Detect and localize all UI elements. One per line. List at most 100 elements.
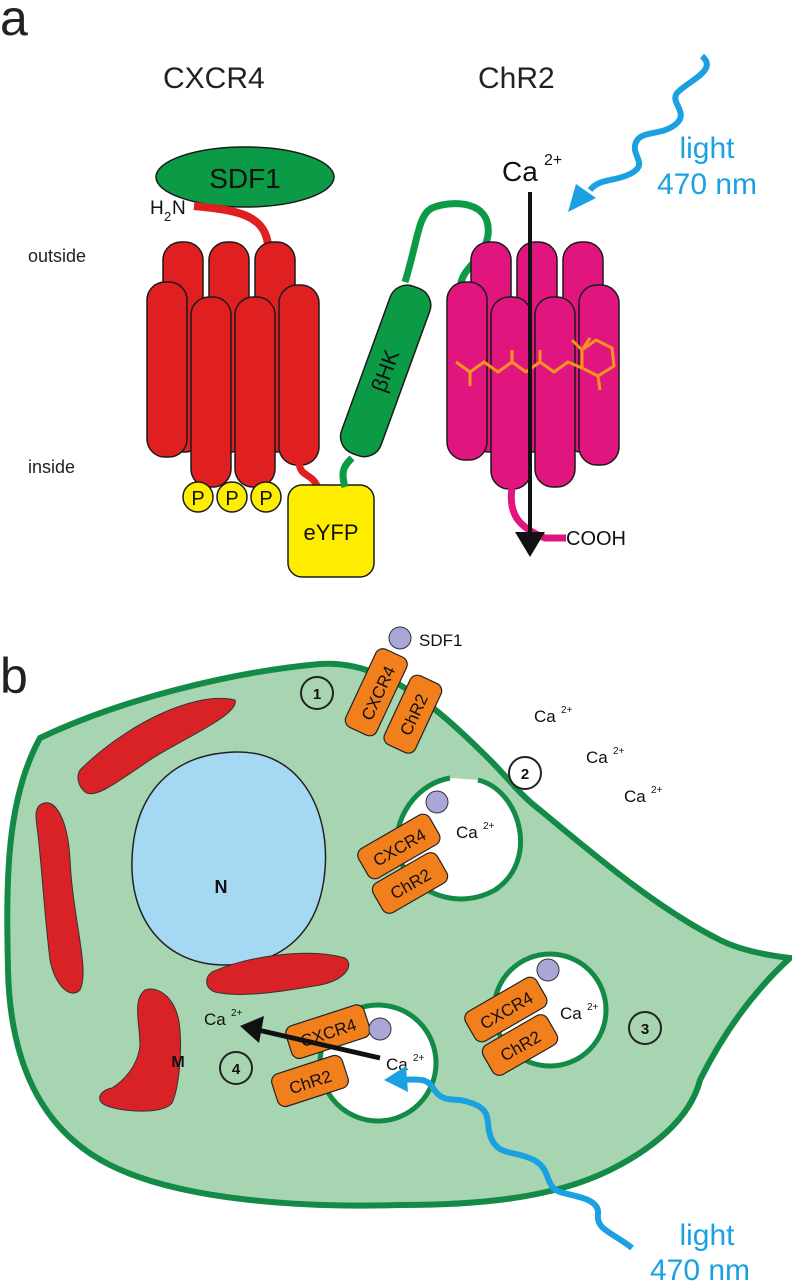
retinal-chromophore bbox=[455, 337, 616, 391]
mitochondrion bbox=[35, 802, 84, 994]
ca-arrowhead bbox=[515, 532, 545, 557]
chr2-title: ChR2 bbox=[478, 62, 555, 95]
cxcr4-helix bbox=[234, 296, 276, 488]
chr2-c-tail bbox=[507, 487, 566, 542]
svg-text:4: 4 bbox=[232, 1061, 241, 1078]
phospho-sites: P P P bbox=[182, 481, 282, 513]
cxcr4-helix bbox=[190, 296, 232, 488]
ca-vesicle-2: Ca 2+ bbox=[456, 821, 495, 842]
mitochondria bbox=[35, 698, 350, 1112]
bhk-helix: βHK bbox=[339, 284, 432, 458]
svg-text:2: 2 bbox=[164, 209, 171, 224]
ca-extracellular-3: Ca 2+ bbox=[624, 785, 663, 806]
svg-text:Ca: Ca bbox=[534, 707, 556, 726]
ca-cytosol: Ca 2+ bbox=[204, 1008, 243, 1029]
endosome-3: CXCR4 ChR2 Ca 2+ bbox=[464, 951, 609, 1076]
mitochondrion bbox=[77, 698, 236, 795]
light-arrowhead-b bbox=[384, 1066, 408, 1092]
svg-text:Ca: Ca bbox=[560, 1004, 582, 1023]
ca-vesicle-3: Ca 2+ bbox=[560, 1002, 599, 1023]
phospho-site bbox=[182, 481, 214, 513]
light-word-b: light bbox=[679, 1219, 735, 1252]
svg-text:2+: 2+ bbox=[651, 785, 663, 796]
svg-text:Ca: Ca bbox=[586, 748, 608, 767]
ca-label-a: Ca 2+ bbox=[502, 152, 562, 187]
cxcr4-block bbox=[344, 648, 408, 737]
cxcr4-title: CXCR4 bbox=[163, 62, 265, 95]
sdf1-label-b: SDF1 bbox=[419, 631, 462, 650]
chr2-helix bbox=[534, 296, 576, 488]
cxcr4-receptor bbox=[146, 241, 320, 488]
phospho-label: P bbox=[191, 488, 204, 510]
svg-text:2+: 2+ bbox=[587, 1002, 599, 1013]
ca-extracellular-1: Ca 2+ bbox=[534, 705, 573, 726]
svg-text:2+: 2+ bbox=[613, 746, 625, 757]
step-marker-1: 1 bbox=[300, 676, 334, 710]
light-arrowhead-a bbox=[568, 184, 596, 212]
endocytic-vesicle-2: CXCR4 ChR2 Ca 2+ bbox=[357, 775, 523, 914]
sdf1-bead bbox=[425, 790, 449, 814]
svg-text:2: 2 bbox=[521, 766, 529, 783]
eyfp-label: eYFP bbox=[303, 520, 358, 545]
light-wave-b bbox=[401, 1076, 634, 1251]
svg-text:3: 3 bbox=[641, 1021, 649, 1038]
ca-release-arrow bbox=[257, 1027, 381, 1061]
mitochondrion bbox=[99, 988, 181, 1112]
nucleus bbox=[131, 751, 327, 966]
cxcr4-c-tail bbox=[295, 461, 322, 490]
sdf1-label: SDF1 bbox=[209, 163, 281, 194]
step-marker-3: 3 bbox=[628, 1011, 662, 1045]
panel-a-label: a bbox=[0, 0, 28, 46]
cxcr4-block bbox=[464, 976, 548, 1043]
light-word-a: light bbox=[679, 132, 735, 165]
outside-label: outside bbox=[28, 246, 86, 266]
chr2-helix bbox=[490, 296, 532, 490]
svg-text:2+: 2+ bbox=[413, 1053, 425, 1064]
mitochondrion bbox=[206, 952, 350, 995]
sdf1-bead bbox=[536, 958, 560, 982]
ca-extracellular-2: Ca 2+ bbox=[586, 746, 625, 767]
cooh-label: COOH bbox=[566, 528, 626, 550]
phospho-site bbox=[216, 481, 248, 513]
h2n-label: H 2 N bbox=[150, 198, 186, 224]
phospho-label: P bbox=[225, 488, 238, 510]
eyfp-box bbox=[287, 484, 375, 578]
phospho-site bbox=[250, 481, 282, 513]
svg-text:H: H bbox=[150, 198, 164, 219]
step-marker-4: 4 bbox=[219, 1051, 253, 1085]
svg-text:Ca: Ca bbox=[456, 823, 478, 842]
endosome-4: CXCR4 ChR2 Ca 2+ bbox=[271, 1002, 439, 1124]
chr2-block bbox=[481, 1014, 559, 1076]
step-marker-2: 2 bbox=[508, 756, 542, 790]
ca-release-arrowhead bbox=[240, 1016, 264, 1043]
mito-label: M bbox=[171, 1054, 184, 1071]
svg-text:2+: 2+ bbox=[483, 821, 495, 832]
chr2-block bbox=[371, 852, 449, 914]
svg-text:1: 1 bbox=[313, 686, 321, 703]
n-terminus-tail bbox=[193, 202, 272, 246]
light-wavelength-b: 470 nm bbox=[650, 1254, 750, 1286]
svg-text:N: N bbox=[172, 198, 186, 219]
cxcr4-helix bbox=[146, 281, 188, 458]
svg-text:Ca: Ca bbox=[204, 1010, 226, 1029]
panel-b-label: b bbox=[0, 648, 28, 704]
cxcr4-block bbox=[357, 813, 441, 880]
step1-construct: CXCR4 ChR2 bbox=[344, 626, 443, 754]
svg-text:Ca: Ca bbox=[502, 156, 538, 187]
nucleus-label: N bbox=[215, 877, 228, 897]
linker-lower bbox=[339, 455, 355, 488]
phospho-label: P bbox=[259, 488, 272, 510]
panel-a: a CXCR4 ChR2 outside inside SDF1 H 2 N bbox=[0, 0, 757, 578]
chr2-block bbox=[383, 674, 443, 754]
cxcr4-helix bbox=[278, 284, 320, 466]
light-wavelength-a: 470 nm bbox=[657, 168, 757, 201]
panel-b: b N M CXCR4 ChR2 SDF1 bbox=[0, 626, 792, 1286]
sdf1-bead bbox=[388, 626, 412, 650]
svg-text:2+: 2+ bbox=[544, 152, 562, 169]
chr2-block bbox=[271, 1054, 349, 1108]
svg-text:2+: 2+ bbox=[231, 1008, 243, 1019]
inside-label: inside bbox=[28, 457, 75, 477]
svg-text:2+: 2+ bbox=[561, 705, 573, 716]
sdf1-ligand bbox=[155, 146, 335, 208]
